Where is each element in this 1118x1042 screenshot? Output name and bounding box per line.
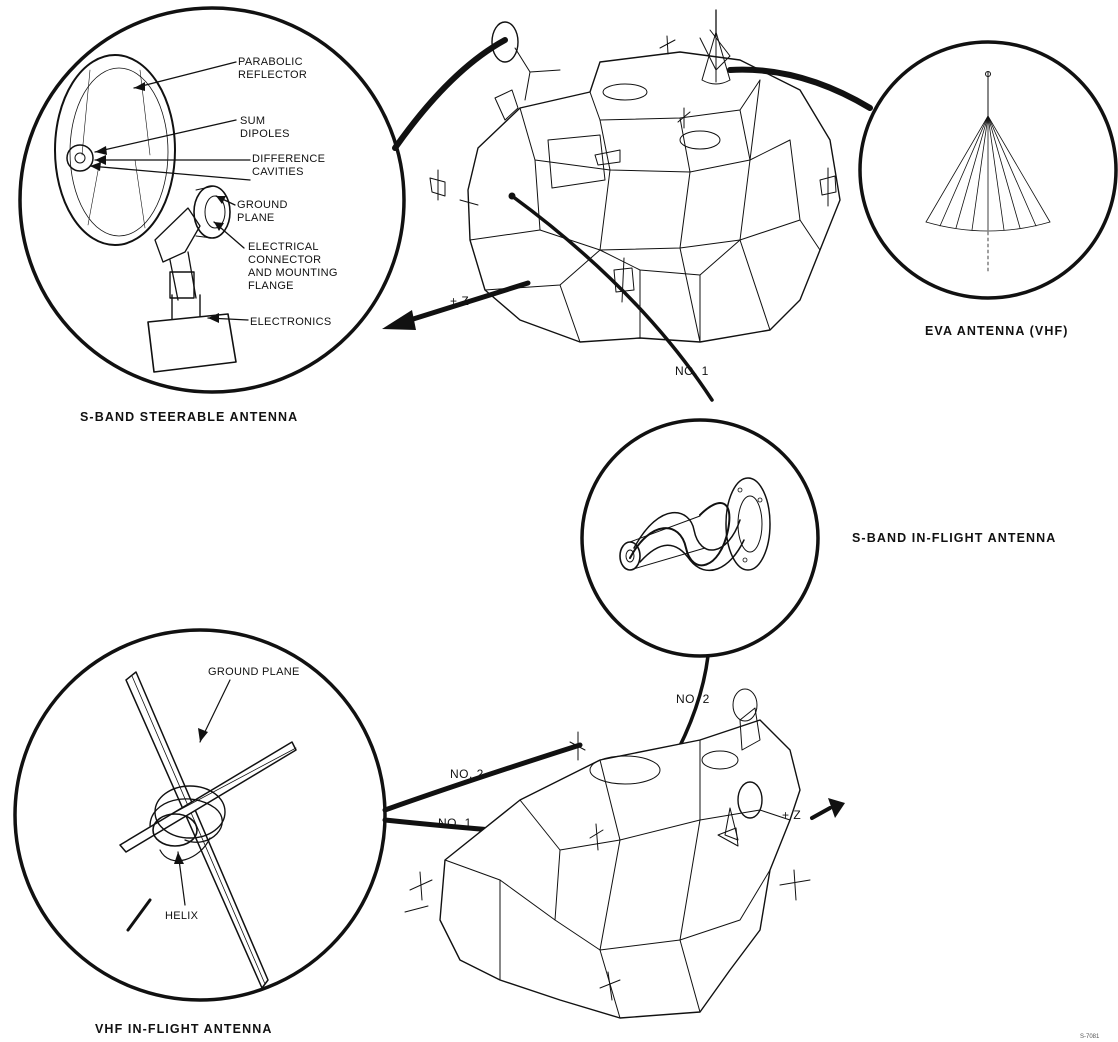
steerable-link-line (392, 37, 508, 151)
vhf-inflight-detail (13, 628, 387, 1002)
vhf-inflight-circle (13, 628, 387, 1002)
label-helix: HELIX (165, 910, 199, 922)
steerable-detail-circle (18, 6, 406, 394)
callout-no2-mid: NO. 2 (676, 692, 710, 706)
label-electronics: ELECTRONICS (250, 316, 332, 328)
eva-link-line (727, 66, 873, 111)
title-vhf-inflight: VHF IN-FLIGHT ANTENNA (95, 1022, 273, 1036)
eva-antenna-detail (858, 40, 1118, 300)
parabolic-reflector-shape (54, 54, 176, 246)
vhf-no2-link (382, 742, 583, 813)
figure-code: S-7081 (1080, 1034, 1100, 1040)
label-ground-plane: GROUND PLANE (237, 199, 288, 224)
z-arrow-lower (810, 806, 832, 820)
title-sband-steerable: S-BAND STEERABLE ANTENNA (80, 410, 299, 424)
lunar-module-lower (404, 688, 811, 1019)
z-arrow-upper (407, 280, 531, 323)
sband-inflight-detail (580, 418, 820, 658)
callout-no1-lower: NO. 1 (438, 816, 472, 830)
label-sum-dipoles: SUM DIPOLES (240, 115, 290, 140)
label-vhf-ground-plane: GROUND PLANE (208, 666, 300, 678)
label-electrical-connector: ELECTRICAL CONNECTOR AND MOUNTING FLANGE (248, 241, 338, 292)
callout-z-lower: + Z (782, 808, 802, 822)
steerable-antenna-detail (18, 6, 406, 394)
callout-z-upper: + Z (450, 294, 470, 308)
label-parabolic-reflector: PARABOLIC REFLECTOR (238, 56, 308, 81)
callout-no2-lower: NO. 2 (450, 767, 484, 781)
sband-inflight-circle (580, 418, 820, 658)
callout-no1-upper: NO. 1 (675, 364, 709, 378)
title-sband-inflight: S-BAND IN-FLIGHT ANTENNA (852, 531, 1057, 545)
title-eva-antenna: EVA ANTENNA (VHF) (925, 324, 1069, 338)
eva-detail-circle (858, 40, 1118, 300)
label-difference-cavities: DIFFERENCE CAVITIES (252, 153, 326, 178)
no1-link-line (510, 194, 714, 402)
